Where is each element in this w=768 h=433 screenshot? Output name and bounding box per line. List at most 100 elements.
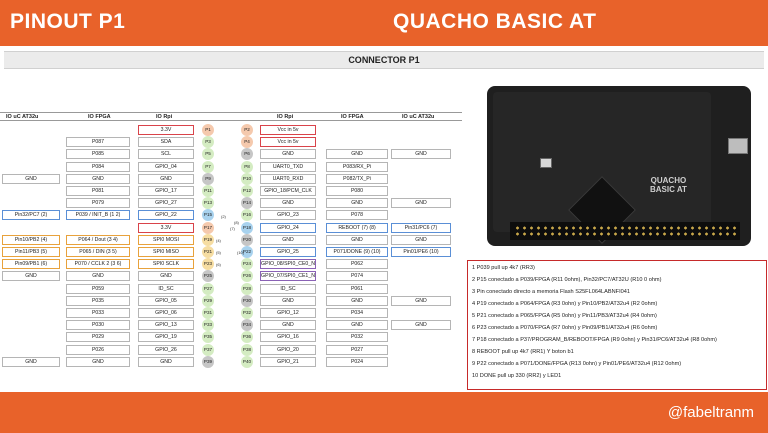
pin-number-left: P15 bbox=[202, 209, 214, 222]
pin-cell-ru: GND bbox=[391, 320, 451, 331]
pin-cell-lf: P029 bbox=[66, 332, 130, 343]
pin-cell-rr: GPIO_12 bbox=[260, 308, 316, 318]
pin-cell-rf: REBOOT (7) (8) bbox=[326, 222, 388, 233]
note-item: 6 P23 conectado a P070/FPGA (R7 0ohn) y … bbox=[472, 325, 658, 331]
pin-number-right: P32 bbox=[241, 307, 253, 319]
pin-number-right: P2 bbox=[241, 124, 253, 136]
pin-cell-lf: P059 bbox=[66, 283, 130, 294]
pin-cell-lr: GND bbox=[138, 271, 194, 282]
pin-number-right: P6 bbox=[241, 148, 253, 161]
pin-cell-rf: P027 bbox=[326, 344, 388, 355]
column-header: IO Rpi bbox=[277, 114, 294, 120]
pin-number-right: P24 bbox=[241, 258, 253, 271]
pin-cell-rr: Vcc in 5v bbox=[260, 125, 316, 135]
pin-cell-lf: P033 bbox=[66, 308, 130, 318]
pin-cell-lr: SCL bbox=[138, 149, 194, 160]
pin-number-right: P36 bbox=[241, 331, 253, 344]
pin-number-left: P5 bbox=[202, 148, 214, 161]
note-item: 5 P21 conectado a P065/FPGA (R5 0ohn) y … bbox=[472, 313, 657, 319]
pin-number-left: P23 bbox=[202, 258, 214, 271]
pin-cell-rf: P032 bbox=[326, 332, 388, 343]
pin-cell-rr: GPIO_23 bbox=[260, 210, 316, 221]
pin-cell-lr: GPIO_13 bbox=[138, 320, 194, 331]
pin-number-right: P38 bbox=[241, 343, 253, 356]
column-header: IO uC AT32u bbox=[6, 114, 39, 120]
pin-cell-lf: GND bbox=[66, 356, 130, 367]
pin-cell-rr: GPIO_24 bbox=[260, 222, 316, 233]
pin-number-left: P21 bbox=[202, 246, 214, 258]
pin-note-marker: (10) bbox=[237, 250, 245, 255]
column-header: IO Rpi bbox=[156, 114, 173, 120]
pin-cell-rr: Vcc in 5v bbox=[260, 137, 316, 148]
pin-cell-lu: Pin09/PB1 (6) bbox=[2, 259, 60, 270]
pin-number-right: P30 bbox=[241, 294, 253, 307]
pin-cell-lu: Pin11/PB3 (5) bbox=[2, 247, 60, 257]
pin-number-left: P17 bbox=[202, 221, 214, 234]
pin-cell-lf: P087 bbox=[66, 137, 130, 148]
column-header: IO FPGA bbox=[341, 114, 364, 120]
pin-number-left: P37 bbox=[202, 343, 214, 356]
pin-cell-rr: GPIO_08/SPI0_CE0_N bbox=[260, 259, 316, 270]
pin-cell-lu: GND bbox=[2, 271, 60, 282]
column-header: IO uC AT32u bbox=[402, 114, 435, 120]
pin-number-left: P7 bbox=[202, 160, 214, 173]
usb-connector-graphic bbox=[728, 138, 748, 154]
pin-number-right: P40 bbox=[241, 355, 253, 368]
pin-note-marker: (7) bbox=[230, 226, 235, 231]
pin-cell-rr: GPIO_18/PCM_CLK bbox=[260, 186, 316, 196]
pin-number-left: P11 bbox=[202, 185, 214, 197]
note-item: 3 Pin conectado directo a memoria Flash … bbox=[472, 289, 630, 295]
pin-cell-lu: GND bbox=[2, 356, 60, 367]
pin-cell-rf: P080 bbox=[326, 186, 388, 196]
pin-cell-lf: P039 / INIT_B (1 2) bbox=[66, 210, 130, 221]
pin-cell-lf: P084 bbox=[66, 161, 130, 172]
pin-cell-lr: GPIO_19 bbox=[138, 332, 194, 343]
note-item: 8 REBOOT pull up 4k7 (RR1) Y boton b1 bbox=[472, 349, 574, 355]
pin-note-marker: (2) bbox=[221, 214, 226, 219]
pin-note-marker: (5) bbox=[216, 250, 221, 255]
pin-cell-lr: GPIO_27 bbox=[138, 198, 194, 209]
pin-cell-ru: GND bbox=[391, 234, 451, 245]
pin-cell-rr: GPIO_21 bbox=[260, 356, 316, 367]
pin-number-left: P35 bbox=[202, 331, 214, 344]
pin-cell-lr: SPI0 MISO bbox=[138, 247, 194, 257]
note-item: 1 P039 pull up 4k7 (RR3) bbox=[472, 265, 535, 271]
connector-title: CONNECTOR P1 bbox=[348, 55, 420, 65]
page-title-left: PINOUT P1 bbox=[10, 10, 126, 33]
pin-number-left: P31 bbox=[202, 307, 214, 319]
pin-cell-lf: P085 bbox=[66, 149, 130, 160]
column-header: IO FPGA bbox=[88, 114, 111, 120]
pin-cell-lr: GND bbox=[138, 173, 194, 184]
pin-cell-lf: P065 / DIN (3 5) bbox=[66, 247, 130, 257]
pin-cell-lu: Pin10/PB2 (4) bbox=[2, 234, 60, 245]
pin-number-left: P29 bbox=[202, 294, 214, 307]
pin-header-strip bbox=[510, 222, 740, 240]
pin-number-left: P33 bbox=[202, 319, 214, 332]
pin-cell-rf: P024 bbox=[326, 356, 388, 367]
author-handle: @fabeltranm bbox=[667, 404, 754, 421]
pin-cell-lf: P070 / CCLK 2 (3 6) bbox=[66, 259, 130, 270]
pin-cell-ru: Pin31/PC6 (7) bbox=[391, 222, 451, 233]
pin-cell-lf: P081 bbox=[66, 186, 130, 196]
pin-cell-lf: P079 bbox=[66, 198, 130, 209]
pin-cell-rf: GND bbox=[326, 295, 388, 306]
pin-number-right: P12 bbox=[241, 185, 253, 197]
pin-cell-lr: GPIO_04 bbox=[138, 161, 194, 172]
pin-number-left: P9 bbox=[202, 172, 214, 185]
pin-cell-rf: P082/TX_Pi bbox=[326, 173, 388, 184]
page-title-right: QUACHO BASIC AT bbox=[393, 10, 597, 33]
pin-cell-lr: GPIO_22 bbox=[138, 210, 194, 221]
pin-cell-rf: GND bbox=[326, 320, 388, 331]
pin-cell-ru: GND bbox=[391, 198, 451, 209]
note-item: 7 P18 conectado a P37/PROGRAM_B/REBOOT/F… bbox=[472, 337, 717, 343]
pin-row: Pin09/PB1 (6)P070 / CCLK 2 (3 6)SPI0 SCL… bbox=[0, 258, 462, 271]
